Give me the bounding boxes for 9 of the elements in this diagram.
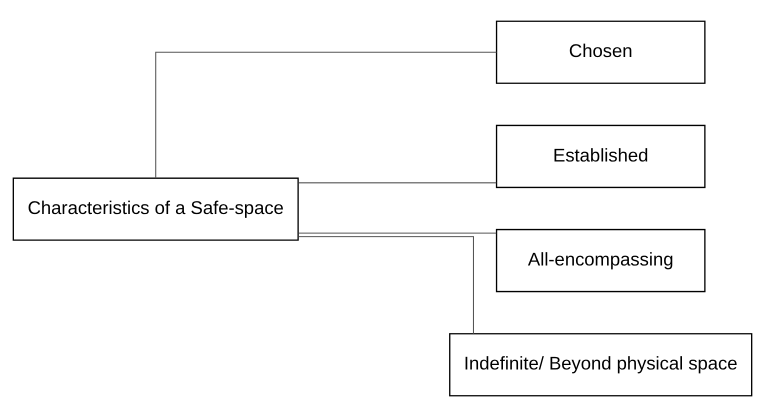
node-box: Established (496, 124, 706, 188)
connector (298, 236, 474, 334)
node-box: Characteristics of a Safe-space (12, 178, 299, 241)
connector (298, 182, 496, 184)
node-box: Indefinite/ Beyond physical space (449, 333, 752, 396)
connector (155, 52, 496, 178)
connector (298, 232, 496, 234)
node-box: Chosen (496, 20, 706, 84)
node-box: All-encompassing (496, 228, 706, 292)
